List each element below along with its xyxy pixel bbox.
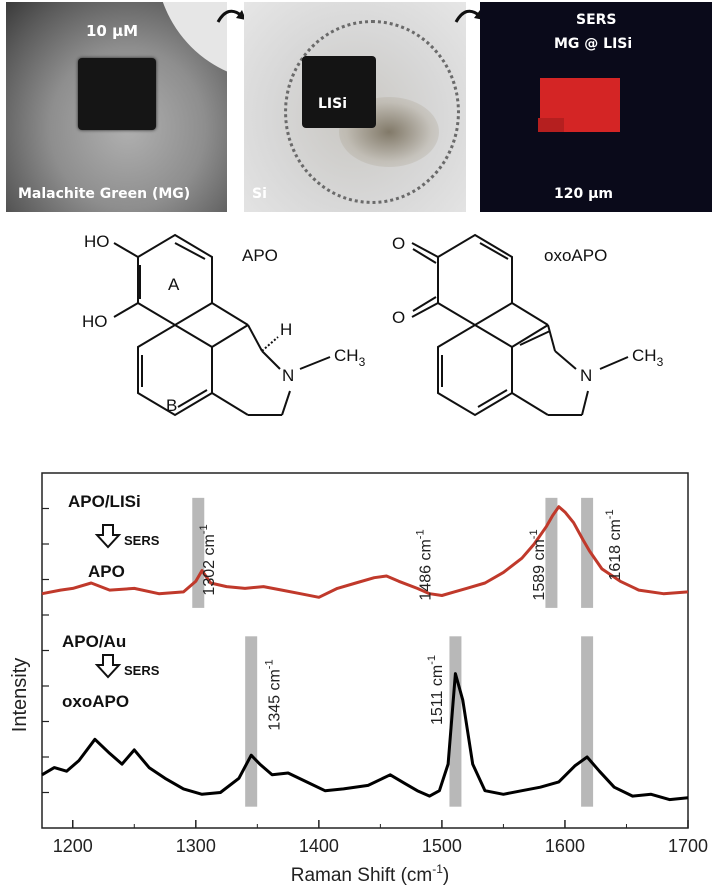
peak-label: 1486 cm-1: [415, 529, 435, 600]
apo-structure: [113, 233, 331, 417]
y-axis-label: Intensity: [9, 658, 31, 732]
nitrogen-label: N: [580, 366, 592, 385]
apo-au-spectrum: [41, 672, 689, 802]
concentration-label: 10 µM: [86, 22, 139, 40]
sers-title: SERS: [576, 12, 617, 28]
apo-lisi-spectrum: [41, 505, 689, 599]
peak-band: [581, 636, 594, 807]
down-arrow-icon: [94, 654, 122, 679]
peak-label: 1618 cm-1: [604, 509, 624, 580]
malachite-green-label: Malachite Green (MG): [18, 186, 191, 202]
oxoapo-structure: [411, 233, 629, 417]
curved-arrow-icon: [214, 2, 248, 32]
peak-band: [449, 636, 462, 807]
x-tick-label: 1600: [545, 836, 585, 856]
oxygen-label: O: [392, 308, 405, 327]
methyl-label: CH3: [334, 346, 366, 369]
sers-red-map-step: [538, 118, 564, 132]
panel-malachite-green: 10 µM Malachite Green (MG): [6, 2, 227, 212]
apo-name: APO: [242, 246, 278, 265]
oxygen-label: O: [392, 234, 405, 253]
spectra-series: [41, 505, 689, 802]
panel-lisi: LISi Si: [244, 2, 466, 212]
down-arrow-icon: [94, 524, 122, 549]
hydroxyl-label: HO: [84, 232, 110, 251]
nitrogen-label: N: [282, 366, 294, 385]
legend-result-apo: APO: [88, 562, 125, 581]
peak-band: [245, 636, 258, 807]
x-axis-label: Raman Shift (cm-1): [291, 862, 449, 886]
raman-chart: 1200 1300 1400 1500 1600 1700 1302 cm-1 1486 c…: [9, 472, 708, 886]
ring-a-label: A: [168, 275, 180, 294]
legend-arrow-sers: SERS: [124, 663, 160, 678]
oxoapo-labels: oxoAPO O O N CH3: [392, 234, 664, 385]
legend-sample-apo-lisi: APO/LISi: [68, 492, 141, 511]
x-tick-label: 1200: [53, 836, 93, 856]
peak-label: 1302 cm-1: [198, 524, 218, 595]
peak-label: 1589 cm-1: [528, 529, 548, 600]
legend-arrow-sers: SERS: [124, 533, 160, 548]
peak-label: 1511 cm-1: [426, 655, 446, 725]
methyl-label: CH3: [632, 346, 664, 369]
x-tick-label: 1500: [422, 836, 462, 856]
x-tick-label: 1700: [668, 836, 708, 856]
peak-band: [581, 497, 594, 608]
hydroxyl-label: HO: [82, 312, 108, 331]
hydrogen-label: H: [280, 320, 292, 339]
axis-ticks: 1200 1300 1400 1500 1600 1700: [42, 507, 708, 856]
lisi-square: [78, 58, 156, 130]
molecule-structures: APO A B HO HO N H CH3 oxoAPO O O N CH3: [82, 232, 664, 417]
x-tick-label: 1300: [176, 836, 216, 856]
ring-b-label: B: [166, 396, 177, 415]
residue-ring: [284, 20, 460, 204]
lisi-square: [302, 56, 376, 128]
peak-label: 1345 cm-1: [263, 659, 283, 730]
peak-bands: [192, 497, 594, 807]
lisi-label: LISi: [318, 96, 348, 112]
legend-sample-apo-au: APO/Au: [62, 632, 126, 651]
apo-labels: APO A B HO HO N H CH3: [82, 232, 366, 415]
panel-sers-map: SERS MG @ LISi 120 µm: [480, 2, 712, 212]
scale-label: 120 µm: [554, 186, 613, 202]
x-tick-label: 1400: [299, 836, 339, 856]
sers-subtitle: MG @ LISi: [554, 36, 633, 52]
si-label: Si: [252, 186, 267, 202]
peak-annotations: 1302 cm-1 1486 cm-1 1589 cm-1 1618 cm-1 1345…: [198, 509, 624, 730]
oxoapo-name: oxoAPO: [544, 246, 607, 265]
legend-result-oxoapo: oxoAPO: [62, 692, 129, 711]
